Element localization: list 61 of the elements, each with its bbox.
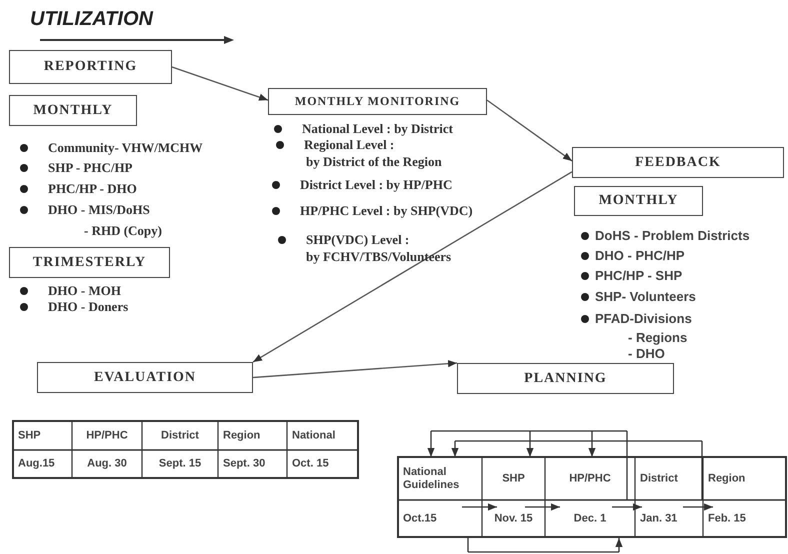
list-item-text: SHP(VDC) Level : [306, 232, 410, 248]
process-box [9, 247, 170, 278]
process-box [574, 186, 703, 216]
table-cell-text: Dec. 1 [572, 512, 608, 525]
table-cell-text: District [639, 472, 679, 485]
arrow [252, 360, 458, 378]
table-cell-text: HP/PHC [85, 429, 129, 442]
arrow [252, 171, 572, 363]
table-cell-text: Oct. 15 [291, 458, 330, 470]
list-item-text: National Level : by District [302, 121, 453, 137]
list-item-text: Community- VHW/MCHW [48, 140, 203, 156]
table-cell-text: Oct.15 [402, 512, 438, 525]
table-cell-text: Region [222, 429, 262, 442]
list-item-text: PHC/HP - DHO [48, 181, 137, 197]
table-cell-text: Region [707, 472, 746, 485]
list-item-text: SHP- Volunteers [595, 289, 696, 304]
box-label: FEEDBACK [635, 154, 721, 170]
list-item-text: - Regions [628, 330, 688, 345]
list-item-text: HP/PHC Level : by SHP(VDC) [300, 203, 473, 219]
table-cell-text: Sept. 15 [158, 458, 202, 470]
list-item-text: DHO - MOH [48, 283, 121, 299]
box-label: MONTHLY MONITORING [294, 94, 460, 109]
table-cell-text: National Guidelines [402, 466, 460, 492]
box-label: EVALUATION [94, 370, 196, 386]
process-box [572, 147, 784, 178]
list-item-text: DoHS - Problem Districts [595, 228, 750, 243]
list-item-text: District Level : by HP/PHC [300, 177, 452, 193]
list-item-text: - DHO [628, 346, 665, 361]
list-item-text: DHO - MIS/DoHS [48, 202, 150, 218]
table-cell-text: SHP [501, 472, 526, 485]
table-cell-text: SHP [17, 429, 42, 442]
table-cell-text: Aug.15 [17, 458, 56, 470]
table-cell-text: Jan. 31 [639, 512, 678, 525]
table-cell-text: Aug. 30 [86, 458, 128, 470]
process-box [457, 363, 674, 394]
box-label: MONTHLY [33, 102, 113, 118]
list-item-text: PHC/HP - SHP [595, 268, 682, 283]
table-cell-text: Sept. 30 [222, 458, 266, 470]
list-item-text: Regional Level : [304, 137, 394, 153]
box-label: MONTHLY [598, 193, 678, 209]
list-item-text: by District of the Region [306, 154, 442, 170]
process-box [9, 95, 137, 126]
arrow [172, 66, 268, 101]
process-box [9, 50, 172, 84]
table-cell-text: District [160, 429, 200, 442]
table-cell-text: Nov. 15 [493, 512, 534, 525]
list-item-text: DHO - PHC/HP [595, 248, 685, 263]
list-item-text: DHO - Doners [48, 299, 128, 315]
diagram-title: UTILIZATION [30, 8, 153, 31]
table-cell-text: HP/PHC [568, 472, 612, 485]
arrow [486, 100, 572, 162]
box-label: PLANNING [524, 370, 607, 386]
table-cell-text: Feb. 15 [707, 512, 747, 525]
list-item-text: - RHD (Copy) [84, 223, 162, 239]
box-label: TRIMESTERLY [32, 254, 146, 270]
table-cell-text: National [291, 429, 336, 442]
list-item-text: SHP - PHC/HP [48, 160, 132, 176]
process-box [37, 362, 253, 393]
box-label: REPORTING [44, 59, 138, 75]
process-box [268, 88, 487, 115]
list-item-text: PFAD-Divisions [595, 311, 692, 326]
